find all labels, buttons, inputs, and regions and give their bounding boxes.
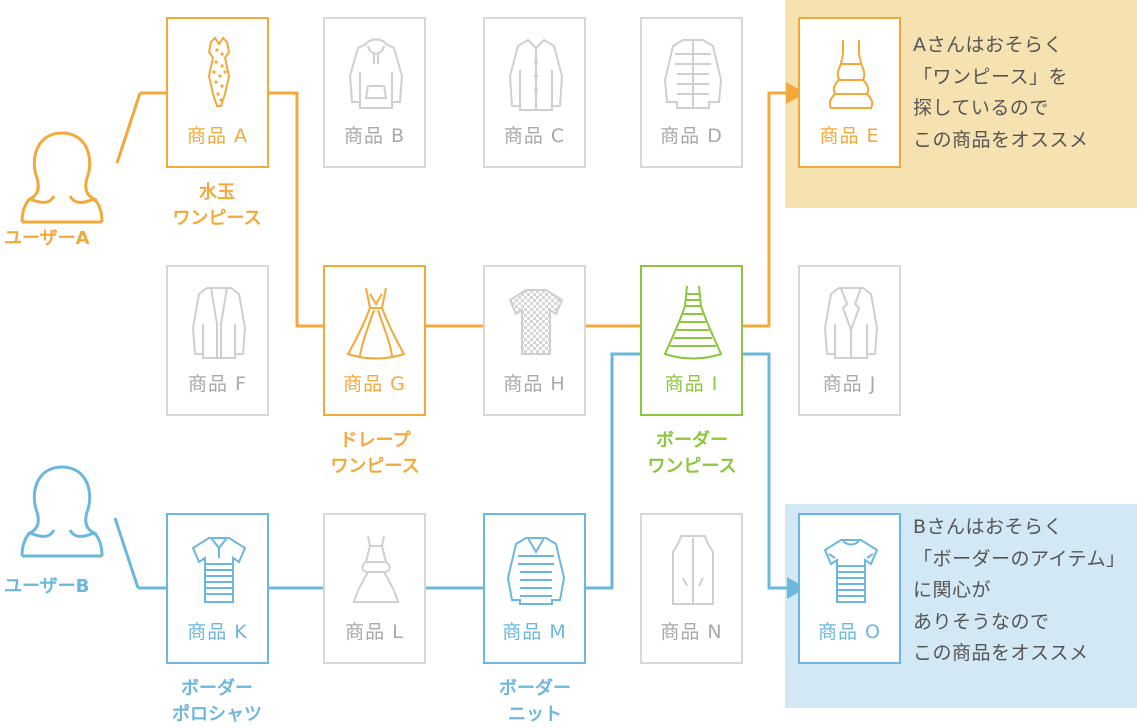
shirt-icon [508,38,564,111]
product-g-label: 商品 G [343,373,406,395]
product-card-g[interactable]: 商品 G [323,265,426,416]
caption-product-m: ボーダー ニット [499,678,571,725]
product-card-i[interactable]: 商品 I [640,265,743,416]
user-b-label: ユーザーB [4,576,90,597]
user-a-link-line [115,92,142,164]
recommendation-note-b: Bさんはおそらく 「ボーダーのアイテム」 に関心が ありそうなので この商品をオ… [913,516,1126,664]
product-card-b[interactable]: 商品 B [323,17,426,168]
product-o-label: 商品 O [818,621,881,643]
product-m-label: 商品 M [502,621,567,643]
product-card-k[interactable]: 商品 K [166,513,269,664]
polka-dot-dress-icon [207,36,231,107]
product-h-label: 商品 H [503,373,566,395]
caption-product-i: ボーダー ワンピース [647,430,737,477]
product-j-label: 商品 J [822,373,877,395]
product-n-label: 商品 N [660,621,723,643]
product-a-to-g-line [267,91,323,328]
user-b-link-line [113,517,140,589]
product-i-label: 商品 I [664,373,719,395]
peplum-dress-icon [352,535,400,603]
caption-product-a: 水玉 ワンピース [172,182,262,229]
striped-tshirt-icon [823,539,879,603]
product-a-label: 商品 A [186,125,249,147]
user-b-avatar [20,465,104,558]
ruffle-dress-icon [828,40,874,109]
vest-icon [672,535,714,605]
product-b-label: 商品 B [343,125,406,147]
product-card-h[interactable]: 商品 H [483,265,586,416]
product-i-to-o-line [741,352,788,590]
cardigan-icon [191,287,247,359]
product-card-d[interactable]: 商品 D [640,17,743,168]
product-i-to-e-line [741,91,787,328]
product-f-label: 商品 F [188,373,247,395]
product-card-j[interactable]: 商品 J [798,265,901,416]
arrow-to-product-e [786,82,806,104]
product-card-n[interactable]: 商品 N [640,513,743,664]
striped-dress-icon [663,285,723,360]
product-k-label: 商品 K [187,621,248,643]
striped-polo-icon [191,537,247,603]
product-card-m[interactable]: 商品 M [483,513,586,664]
checked-tshirt-icon [508,289,564,355]
product-card-f[interactable]: 商品 F [166,265,269,416]
product-card-e[interactable]: 商品 E [798,17,901,168]
product-e-label: 商品 E [819,125,880,147]
caption-product-k: ボーダー ポロシャツ [172,678,262,725]
arrow-to-product-o [787,577,806,599]
user-a-avatar [20,131,104,224]
user-a-label: ユーザーA [4,228,90,249]
product-c-label: 商品 C [503,125,566,147]
caption-product-g: ドレープ ワンピース [330,430,420,477]
product-d-label: 商品 D [660,125,723,147]
striped-knit-icon [506,537,566,605]
product-card-o[interactable]: 商品 O [798,513,901,664]
product-m-to-i-line [586,352,640,590]
blazer-icon [823,287,879,359]
down-jacket-icon [663,39,723,109]
product-l-label: 商品 L [345,621,404,643]
drape-dress-icon [346,287,406,360]
hoodie-icon [348,38,404,109]
recommendation-note-a: Aさんはおそらく 「ワンピース」を 探しているので この商品をオススメ [913,34,1089,151]
product-card-a[interactable]: 商品 A [166,17,269,168]
product-card-l[interactable]: 商品 L [323,513,426,664]
product-card-c[interactable]: 商品 C [483,17,586,168]
